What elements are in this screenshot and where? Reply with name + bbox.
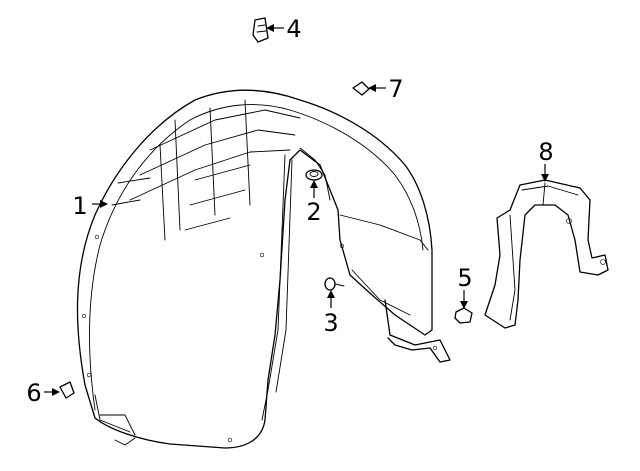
callout-label: 7: [388, 75, 403, 103]
callout-1: 1: [72, 192, 108, 220]
part-wheelhouse-liner: [76, 89, 451, 449]
callout-label: 4: [286, 15, 301, 43]
part-deflector: [484, 179, 609, 329]
part-nut-5: [454, 307, 473, 324]
part-clip-6: [59, 381, 75, 399]
callout-label: 1: [72, 192, 87, 220]
callout-label: 2: [306, 198, 321, 226]
part-screw-3: [324, 277, 345, 291]
callout-label: 8: [538, 138, 553, 166]
part-clip-7: [352, 81, 370, 96]
callout-label: 3: [323, 309, 338, 337]
part-clip-4: [252, 17, 269, 43]
part-push-pin-2: [305, 169, 323, 181]
callout-2: 2: [306, 180, 322, 226]
callout-label: 5: [457, 264, 472, 292]
callout-7: 7: [368, 75, 404, 103]
callout-label: 6: [26, 379, 41, 407]
callout-6: 6: [26, 379, 60, 407]
callout-4: 4: [266, 15, 302, 43]
callout-8: 8: [538, 138, 554, 182]
callout-3: 3: [323, 290, 339, 337]
callout-5: 5: [457, 264, 473, 309]
